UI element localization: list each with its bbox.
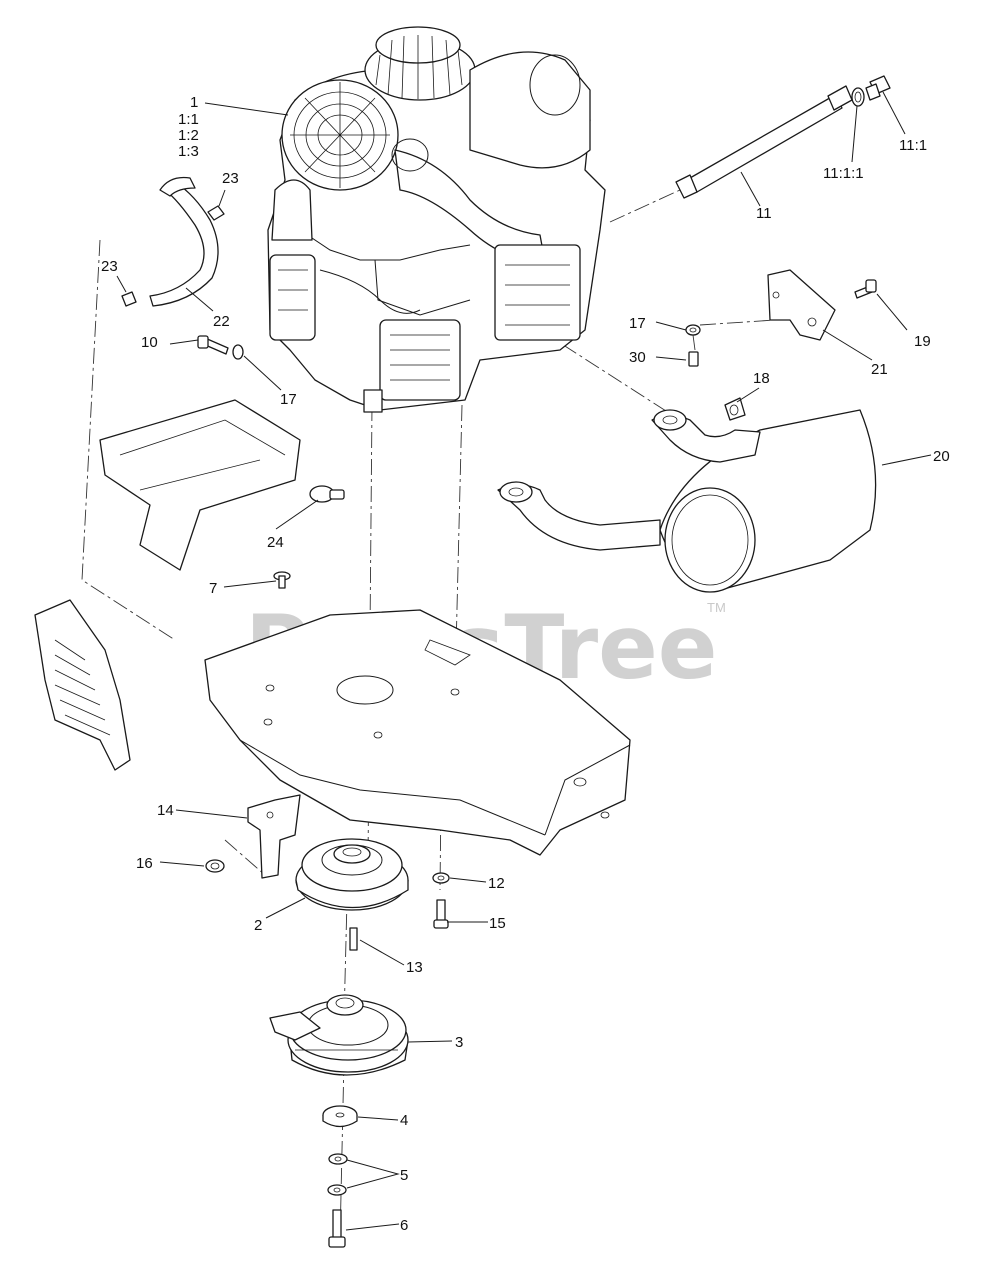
watermark-trademark: TM [707,600,726,615]
fitting-washer [851,87,865,107]
spacer [322,1105,358,1128]
hose-clamp-upper [207,205,225,221]
callout-24: 24 [267,534,284,551]
callout-1: 1 [190,94,198,111]
callout-14: 14 [157,802,174,819]
callout-11-1: 11:1 [899,137,927,154]
pulley [295,838,409,911]
callout-1-1: 1:1 [178,111,199,128]
engine-deck [204,609,631,856]
callout-10: 10 [141,334,158,351]
bolt-15 [433,899,449,929]
callout-20: 20 [933,448,950,465]
bracket-bolt [854,279,877,299]
washer-12 [432,872,450,884]
breather-hose [149,176,219,307]
callout-11: 11 [756,205,772,222]
callout-1-3: 1:3 [178,143,199,160]
muffler [497,409,877,593]
key [349,927,358,951]
washer-upper [328,1153,348,1165]
callout-11-1-1: 11:1:1 [823,165,864,182]
bracket-nut [205,859,225,873]
callout-16: 16 [136,855,153,872]
callout-30: 30 [629,349,646,366]
bolt-left [197,335,229,355]
callout-2: 2 [254,917,262,934]
washer-lower [327,1184,347,1196]
callout-5: 5 [400,1167,408,1184]
engine-assembly [267,26,606,413]
callout-13: 13 [406,959,423,976]
muffler-bracket [767,269,836,341]
fuel-fitting [865,75,891,101]
side-panel [34,599,131,771]
callout-12: 12 [488,875,505,892]
engine-shroud-bracket [99,399,301,571]
callout-labels: 1 1:1 1:2 1:3 23 23 22 10 17 11 11:1:1 1… [101,94,950,1234]
callout-23-lower: 23 [101,258,118,275]
muffler-bolt [688,351,699,367]
leader-lines [116,91,932,1231]
callout-1-2: 1:2 [178,127,199,144]
electric-clutch [269,994,409,1076]
callout-3: 3 [455,1034,463,1051]
muffler-washer [685,324,701,336]
callout-7: 7 [209,580,217,597]
callout-17-right: 17 [629,315,646,332]
clutch-bolt [328,1209,346,1248]
callout-21: 21 [871,361,888,378]
callout-18: 18 [753,370,770,387]
callout-22: 22 [213,313,230,330]
callout-15: 15 [489,915,506,932]
fuel-hose [675,85,853,199]
rivet [273,571,291,589]
callout-4: 4 [400,1112,408,1129]
callout-23-upper: 23 [222,170,239,187]
muffler-clamp [724,397,746,421]
clutch-bracket [247,794,301,879]
callout-19: 19 [914,333,931,350]
hood-latch [309,485,345,503]
washer-left [232,344,244,360]
hose-clamp-lower [121,291,137,307]
callout-17-left: 17 [280,391,297,408]
callout-6: 6 [400,1217,408,1234]
